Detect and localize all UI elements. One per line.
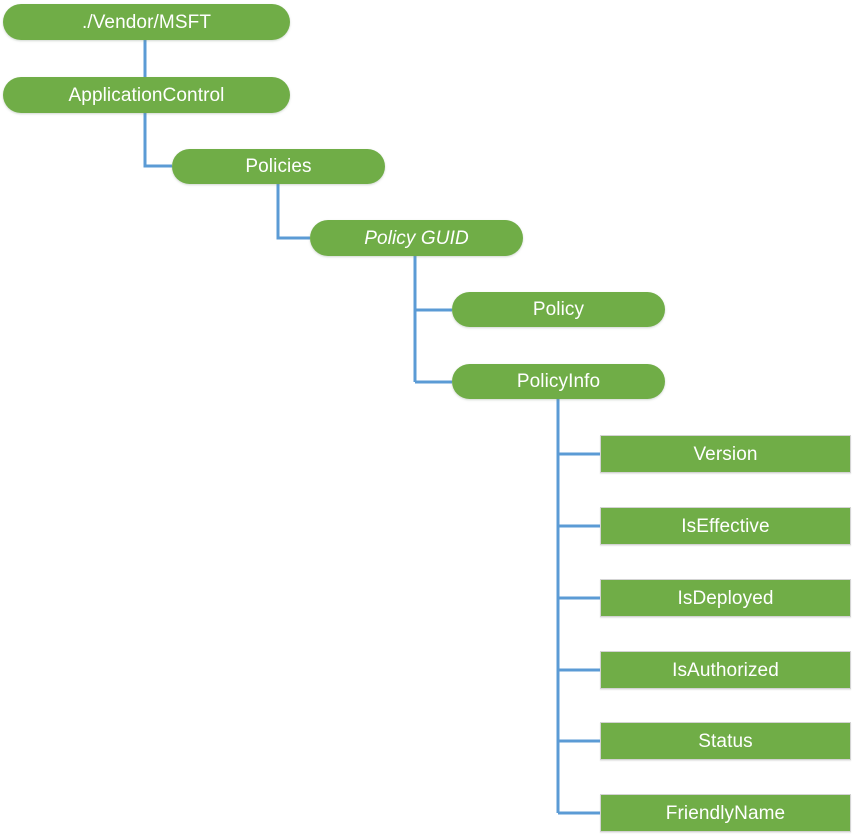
node-policy-guid[interactable]: Policy GUID [310, 220, 523, 256]
connector-policies-to-policyguid [276, 184, 310, 240]
node-label-policies: Policies [245, 156, 312, 177]
node-label-vendor-msft: ./Vendor/MSFT [81, 11, 212, 33]
node-version[interactable]: Version [600, 435, 851, 473]
node-label-application-control: ApplicationControl [68, 84, 225, 106]
node-label-is-effective: IsEffective [681, 515, 770, 537]
node-is-authorized[interactable]: IsAuthorized [600, 651, 851, 689]
node-policies[interactable]: Policies [172, 149, 385, 184]
node-label-friendly-name: FriendlyName [665, 802, 786, 824]
node-label-version: Version [693, 443, 758, 465]
node-application-control[interactable]: ApplicationControl [3, 77, 290, 113]
node-policy-info[interactable]: PolicyInfo [452, 364, 665, 399]
connector-appcontrol-to-policies [143, 113, 172, 168]
node-policy[interactable]: Policy [452, 292, 665, 327]
node-vendor-msft[interactable]: ./Vendor/MSFT [3, 4, 290, 40]
node-label-status: Status [698, 730, 753, 752]
node-label-policy-guid: Policy GUID [364, 227, 469, 249]
node-label-policy: Policy [532, 299, 585, 320]
node-friendly-name[interactable]: FriendlyName [600, 794, 851, 832]
node-is-effective[interactable]: IsEffective [600, 507, 851, 545]
node-label-is-deployed: IsDeployed [677, 587, 774, 609]
node-label-policy-info: PolicyInfo [516, 371, 601, 392]
node-is-deployed[interactable]: IsDeployed [600, 579, 851, 617]
node-label-is-authorized: IsAuthorized [672, 659, 779, 681]
node-status[interactable]: Status [600, 722, 851, 760]
